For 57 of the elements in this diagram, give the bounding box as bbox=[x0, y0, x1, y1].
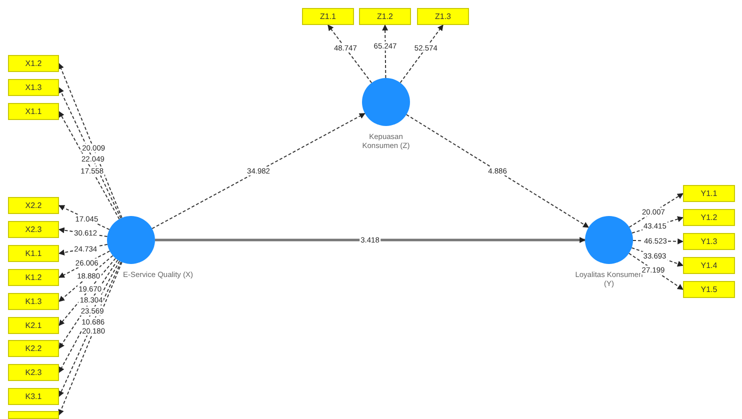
indicator-label: X1.1 bbox=[25, 107, 42, 116]
indicator-label: K1.2 bbox=[25, 273, 42, 282]
indicator-box bbox=[8, 388, 59, 405]
indicator-label: X2.2 bbox=[25, 201, 42, 210]
indicator-box bbox=[302, 8, 354, 25]
arrow bbox=[382, 24, 388, 78]
indicator-box bbox=[683, 257, 735, 274]
indicator-box bbox=[359, 8, 411, 25]
arrow bbox=[628, 252, 684, 290]
indicator-label: K2.1 bbox=[25, 321, 42, 330]
arrow bbox=[58, 258, 116, 326]
arrow bbox=[628, 193, 684, 228]
indicator-label: X2.3 bbox=[25, 225, 42, 234]
indicator-label: K1.1 bbox=[25, 249, 42, 258]
indicator-box bbox=[683, 281, 735, 298]
indicator-label: X1.3 bbox=[25, 83, 42, 92]
indicator-label: Y1.1 bbox=[700, 189, 718, 198]
indicator-label: Z1.2 bbox=[376, 12, 393, 21]
indicator-box bbox=[8, 269, 59, 286]
indicator-label: Y1.5 bbox=[700, 285, 718, 294]
indicator-box bbox=[683, 185, 735, 202]
indicator-label: Y1.3 bbox=[700, 237, 718, 246]
construct-node bbox=[574, 216, 644, 289]
indicator-box bbox=[8, 364, 59, 381]
arrow bbox=[58, 260, 120, 374]
indicator-label: Z1.3 bbox=[434, 12, 451, 21]
indicator-box bbox=[8, 55, 59, 72]
indicator-label: Z1.1 bbox=[320, 12, 336, 21]
indicator-box bbox=[8, 317, 59, 334]
indicator-box bbox=[8, 197, 59, 214]
indicator-box bbox=[683, 233, 735, 250]
arrow bbox=[58, 260, 118, 349]
indicator-label: Y1.2 bbox=[700, 213, 718, 222]
indicator-box bbox=[8, 221, 59, 238]
indicator-label: K2.3 bbox=[25, 368, 42, 377]
indicator-label: X1.2 bbox=[25, 59, 42, 68]
indicator-label: Y1.4 bbox=[700, 261, 718, 270]
arrow bbox=[58, 62, 122, 218]
indicator-box bbox=[8, 340, 59, 357]
arrow bbox=[155, 237, 586, 243]
indicator-box bbox=[8, 245, 59, 262]
indicator-box bbox=[8, 103, 59, 120]
arrow bbox=[58, 110, 120, 220]
indicator-box bbox=[8, 79, 59, 96]
arrow bbox=[400, 24, 444, 84]
arrow bbox=[58, 255, 114, 302]
indicator-box bbox=[417, 8, 469, 25]
indicator-label: K1.3 bbox=[25, 297, 42, 306]
indicator-box bbox=[8, 293, 59, 310]
indicator-box bbox=[683, 209, 735, 226]
arrow bbox=[328, 24, 372, 84]
indicator-label: K2.2 bbox=[25, 344, 42, 353]
arrow bbox=[406, 114, 590, 228]
indicator-box bbox=[8, 411, 59, 419]
indicator-label: K3.1 bbox=[25, 392, 42, 401]
arrow bbox=[152, 112, 366, 230]
arrow bbox=[58, 86, 122, 219]
